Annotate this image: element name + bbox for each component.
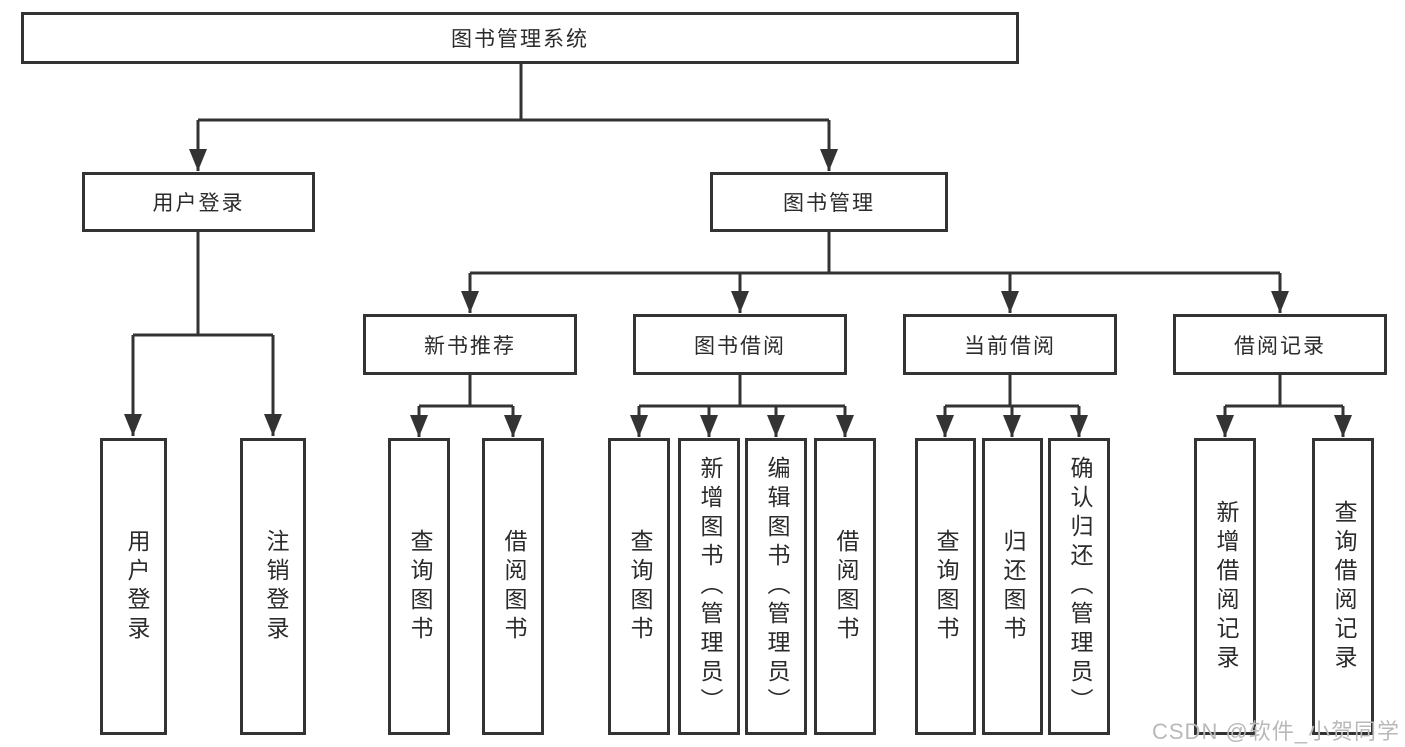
leaf-return-books: 归还图书 <box>982 438 1043 735</box>
csdn-watermark: CSDN @软件_小贺同学 <box>1152 719 1401 744</box>
node-root: 图书管理系统 <box>21 12 1019 64</box>
leaf-add-borrow-record: 新增借阅记录 <box>1194 438 1256 735</box>
leaf-confirm-return-admin: 确认归还（管理员） <box>1048 438 1110 735</box>
node-borrow-records: 借阅记录 <box>1173 314 1387 375</box>
leaf-borrow-books: 借阅图书 <box>814 438 876 735</box>
leaf-edit-books-admin: 编辑图书（管理员） <box>745 438 807 735</box>
leaf-logout: 注销登录 <box>240 438 306 735</box>
node-book-management: 图书管理 <box>710 172 948 232</box>
node-current-borrow: 当前借阅 <box>903 314 1117 375</box>
leaf-query-books-current: 查询图书 <box>915 438 976 735</box>
node-user-login: 用户登录 <box>82 172 315 232</box>
node-new-book-recommend: 新书推荐 <box>363 314 577 375</box>
leaf-query-books-recommend: 查询图书 <box>388 438 450 735</box>
leaf-user-login: 用户登录 <box>100 438 167 735</box>
leaf-query-books-borrow: 查询图书 <box>608 438 670 735</box>
leaf-query-borrow-record: 查询借阅记录 <box>1312 438 1374 735</box>
leaf-add-books-admin: 新增图书（管理员） <box>678 438 740 735</box>
leaf-borrow-books-recommend: 借阅图书 <box>482 438 544 735</box>
node-book-borrow: 图书借阅 <box>633 314 847 375</box>
